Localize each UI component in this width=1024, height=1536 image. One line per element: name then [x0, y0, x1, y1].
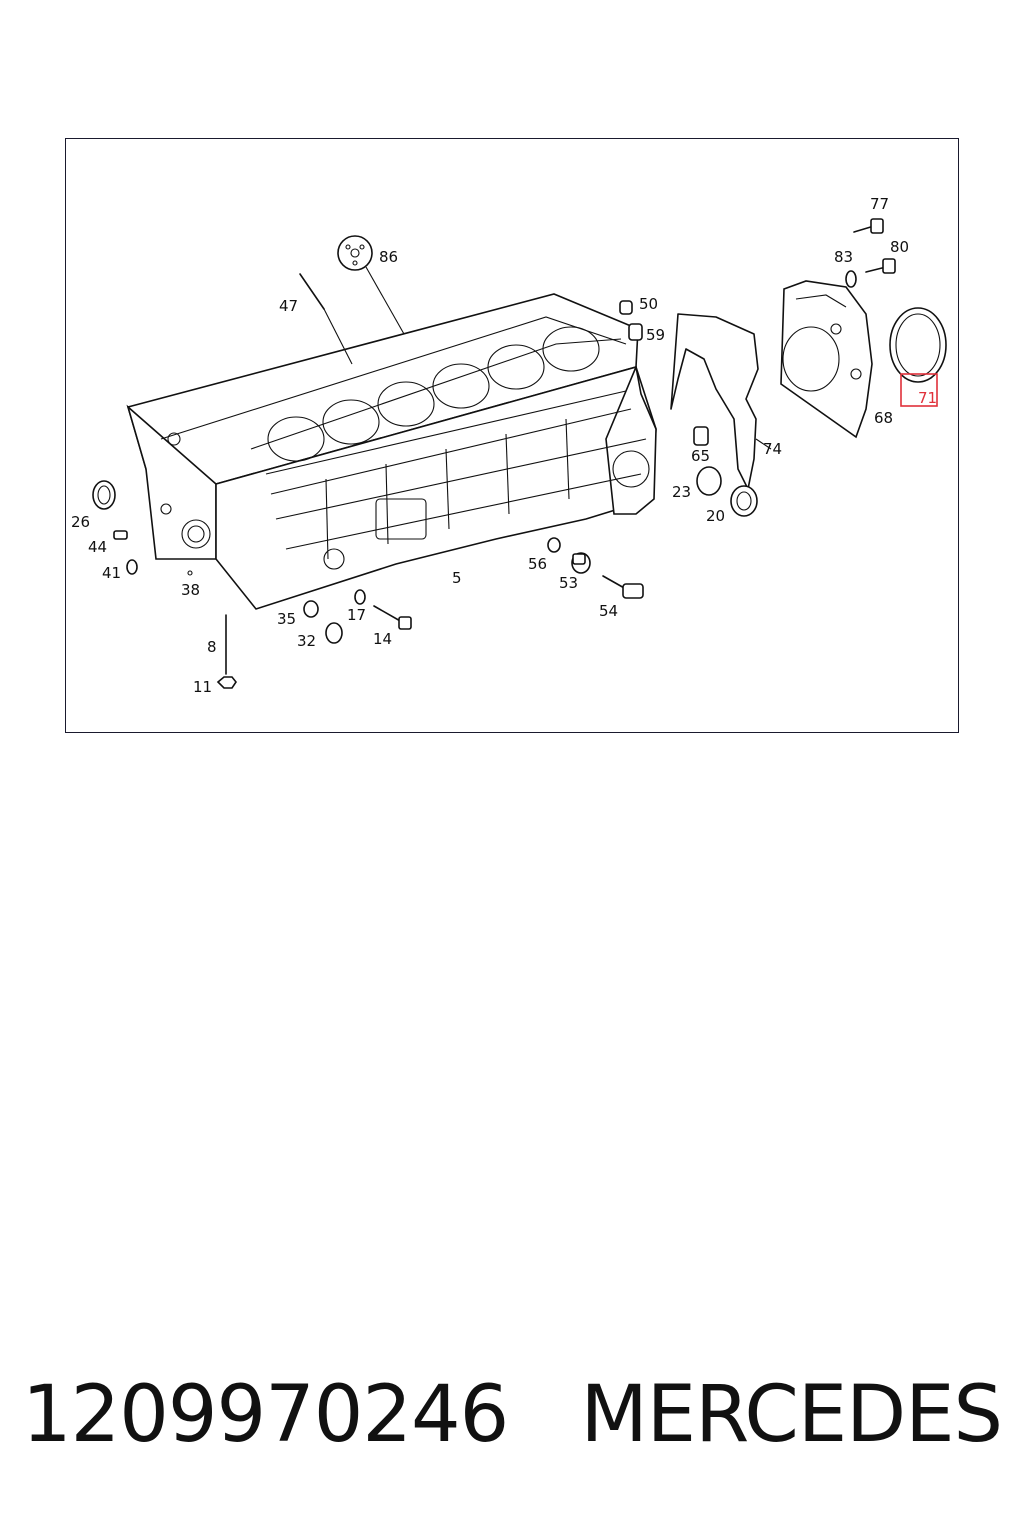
nut-11: [216, 676, 237, 689]
label-80: 80: [890, 238, 909, 256]
label-20: 20: [706, 507, 725, 525]
label-54: 54: [599, 602, 618, 620]
diagram-frame: 86 47 50 59 77 83 80 71 68 74 65 23 20 2…: [65, 138, 959, 733]
footer-caption: 1209970246 MERCEDES: [22, 1370, 1003, 1465]
label-71: 71: [918, 389, 937, 407]
label-74: 74: [763, 440, 782, 458]
label-83: 83: [834, 248, 853, 266]
front-gasket-74: [670, 313, 772, 490]
engine-block-exploded-diagram: 86 47 50 59 77 83 80 71 68 74 65 23 20 2…: [71, 195, 947, 696]
highlight-box-71: [900, 373, 938, 407]
washer-83: [845, 270, 857, 288]
ring-26: [92, 480, 116, 510]
label-44: 44: [88, 538, 107, 556]
engine-block: [126, 293, 657, 610]
callout-labels: 86 47 50 59 77 83 80 71 68 74 65 23 20 2…: [71, 195, 937, 696]
brand-name: MERCEDES: [580, 1370, 1003, 1460]
seal-20: [730, 485, 758, 517]
label-23: 23: [672, 483, 691, 501]
label-26: 26: [71, 513, 90, 531]
washer-56: [547, 537, 561, 553]
sleeve-65: [693, 426, 709, 446]
label-41: 41: [102, 564, 121, 582]
o-ring-23: [696, 466, 722, 496]
plug-32: [325, 622, 343, 644]
label-17: 17: [347, 606, 366, 624]
label-8: 8: [207, 638, 217, 656]
label-32: 32: [297, 632, 316, 650]
dowel-59: [628, 323, 643, 341]
label-68: 68: [874, 409, 893, 427]
label-11: 11: [193, 678, 212, 696]
washer-35: [303, 600, 319, 618]
pin-44: [113, 530, 128, 540]
label-50: 50: [639, 295, 658, 313]
label-56: 56: [528, 555, 547, 573]
dowel-50: [619, 300, 633, 315]
label-5: 5: [452, 569, 462, 587]
label-35: 35: [277, 610, 296, 628]
label-65: 65: [691, 447, 710, 465]
sensor-54: [602, 575, 644, 599]
rear-cover-68: [780, 280, 873, 439]
label-38: 38: [181, 581, 200, 599]
bolt-77: [853, 218, 884, 234]
label-86: 86: [379, 248, 398, 266]
label-59: 59: [646, 326, 665, 344]
cover-cap-86: [337, 235, 405, 335]
washer-41: [126, 559, 138, 575]
rear-seal-71: [889, 307, 947, 407]
plug-53: [571, 552, 591, 574]
washer-17: [354, 589, 366, 605]
label-47: 47: [279, 297, 298, 315]
label-77: 77: [870, 195, 889, 213]
bolt-14: [373, 605, 412, 630]
part-number: 1209970246: [22, 1370, 509, 1460]
plug-38: [187, 570, 193, 576]
label-14: 14: [373, 630, 392, 648]
label-53: 53: [559, 574, 578, 592]
stud-47: [299, 273, 353, 365]
bolt-80: [865, 258, 896, 274]
